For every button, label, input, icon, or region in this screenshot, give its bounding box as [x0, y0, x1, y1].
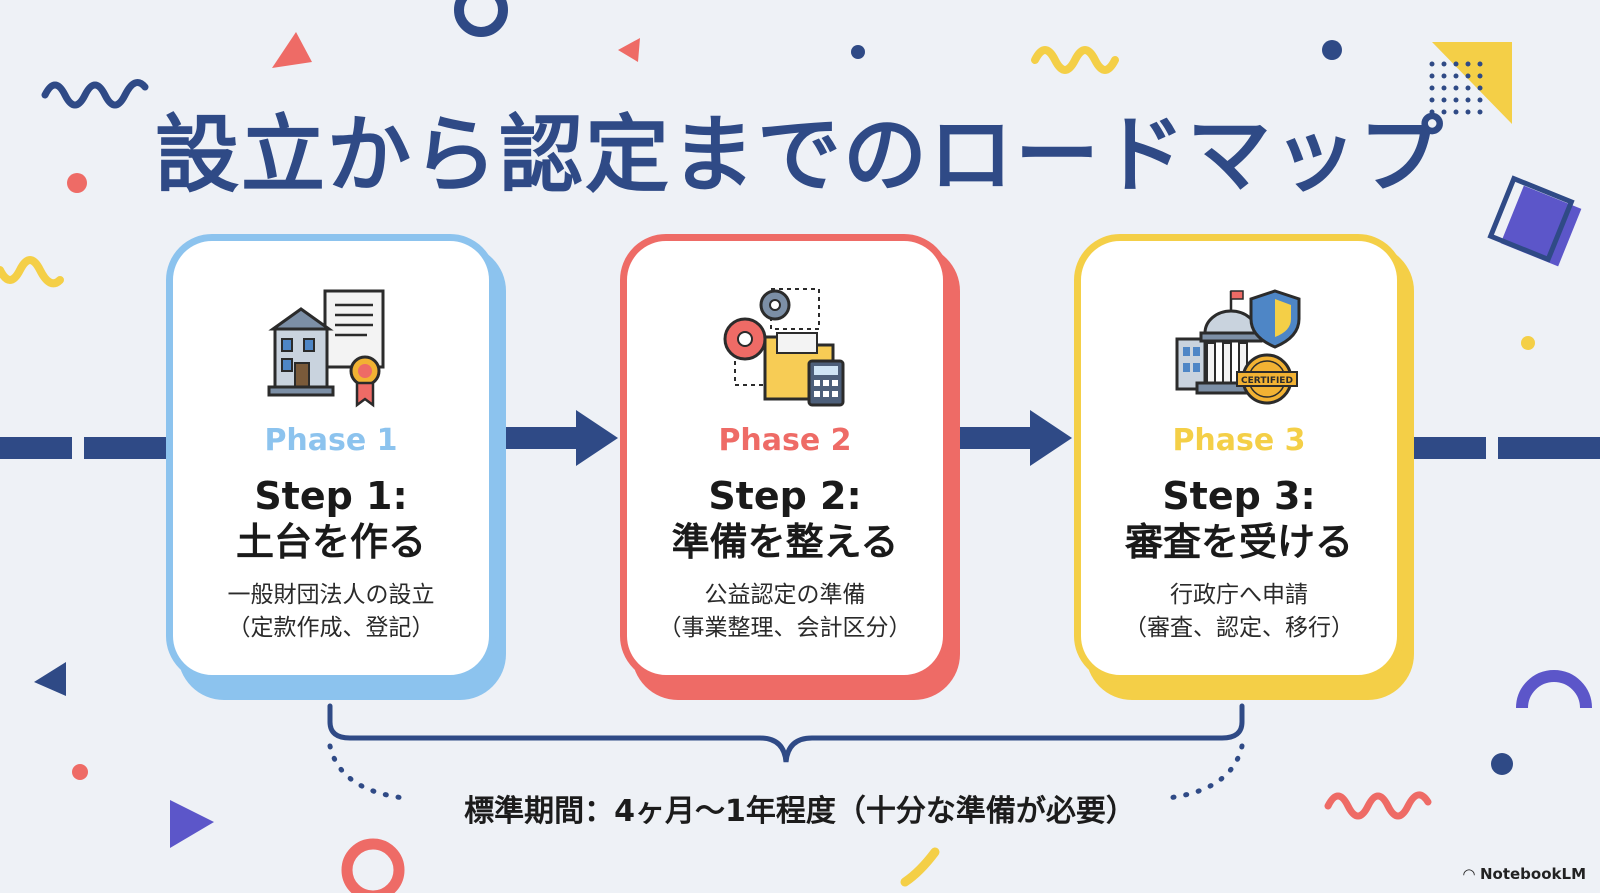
timeline-dash: [84, 437, 166, 459]
step-heading: Step 1: 土台を作る: [173, 473, 489, 565]
step-description: 一般財団法人の設立 （定款作成、登記）: [173, 579, 489, 645]
step-title: Step 1:: [254, 474, 408, 518]
phase-label: Phase 3: [1172, 423, 1306, 458]
step-card-2: Phase 2 Step 2: 準備を整える 公益認定の準備 （事業整理、会計区…: [620, 234, 950, 682]
step-description: 公益認定の準備 （事業整理、会計区分）: [627, 579, 943, 645]
brand-label: ◠ NotebookLM: [1463, 865, 1586, 883]
arrow-right-icon: [496, 410, 618, 466]
step-description: 行政庁へ申請 （審査、認定、移行）: [1081, 579, 1397, 645]
period-brace: [327, 703, 1245, 801]
certified-badge-text: CERTIFIED: [1241, 376, 1293, 386]
step-subtitle: 審査を受ける: [1124, 520, 1353, 564]
arrow-right-icon: [950, 410, 1072, 466]
step-description-line: 行政庁へ申請: [1170, 582, 1308, 608]
step-description-line: 一般財団法人の設立: [227, 582, 435, 608]
timeline-dash: [0, 437, 72, 459]
step-description-line: （定款作成、登記）: [227, 615, 435, 641]
brand-name: NotebookLM: [1479, 865, 1586, 883]
step-card-1: Phase 1 Step 1: 土台を作る 一般財団法人の設立 （定款作成、登記…: [166, 234, 496, 682]
step-heading: Step 2: 準備を整える: [627, 473, 943, 565]
building-certificate-icon: [267, 289, 385, 408]
phase-label: Phase 1: [264, 423, 398, 458]
step-subtitle: 準備を整える: [671, 520, 899, 564]
gears-folder-calculator-icon: [723, 288, 845, 407]
step-card-3: CERTIFIED Phase 3 Step 3: 審査を受ける 行政庁へ申請 …: [1074, 234, 1404, 682]
standard-period-text: 標準期間：4ヶ月〜1年程度（十分な準備が必要）: [464, 794, 1136, 829]
step-title: Step 3:: [1162, 474, 1316, 518]
step-subtitle: 土台を作る: [235, 520, 426, 564]
page-title: 設立から認定までのロードマップ: [154, 106, 1445, 204]
step-heading: Step 3: 審査を受ける: [1081, 473, 1397, 565]
step-description-line: （事業整理、会計区分）: [658, 615, 912, 641]
step-description-line: 公益認定の準備: [704, 582, 866, 608]
government-shield-certified-icon: CERTIFIED: [1175, 289, 1301, 405]
step-title: Step 2:: [708, 474, 862, 518]
phase-label: Phase 2: [718, 423, 852, 458]
timeline-dash: [1498, 437, 1600, 459]
step-description-line: （審査、認定、移行）: [1124, 615, 1354, 641]
timeline-dash: [1404, 437, 1486, 459]
notebooklm-logo-icon: ◠: [1463, 865, 1480, 883]
